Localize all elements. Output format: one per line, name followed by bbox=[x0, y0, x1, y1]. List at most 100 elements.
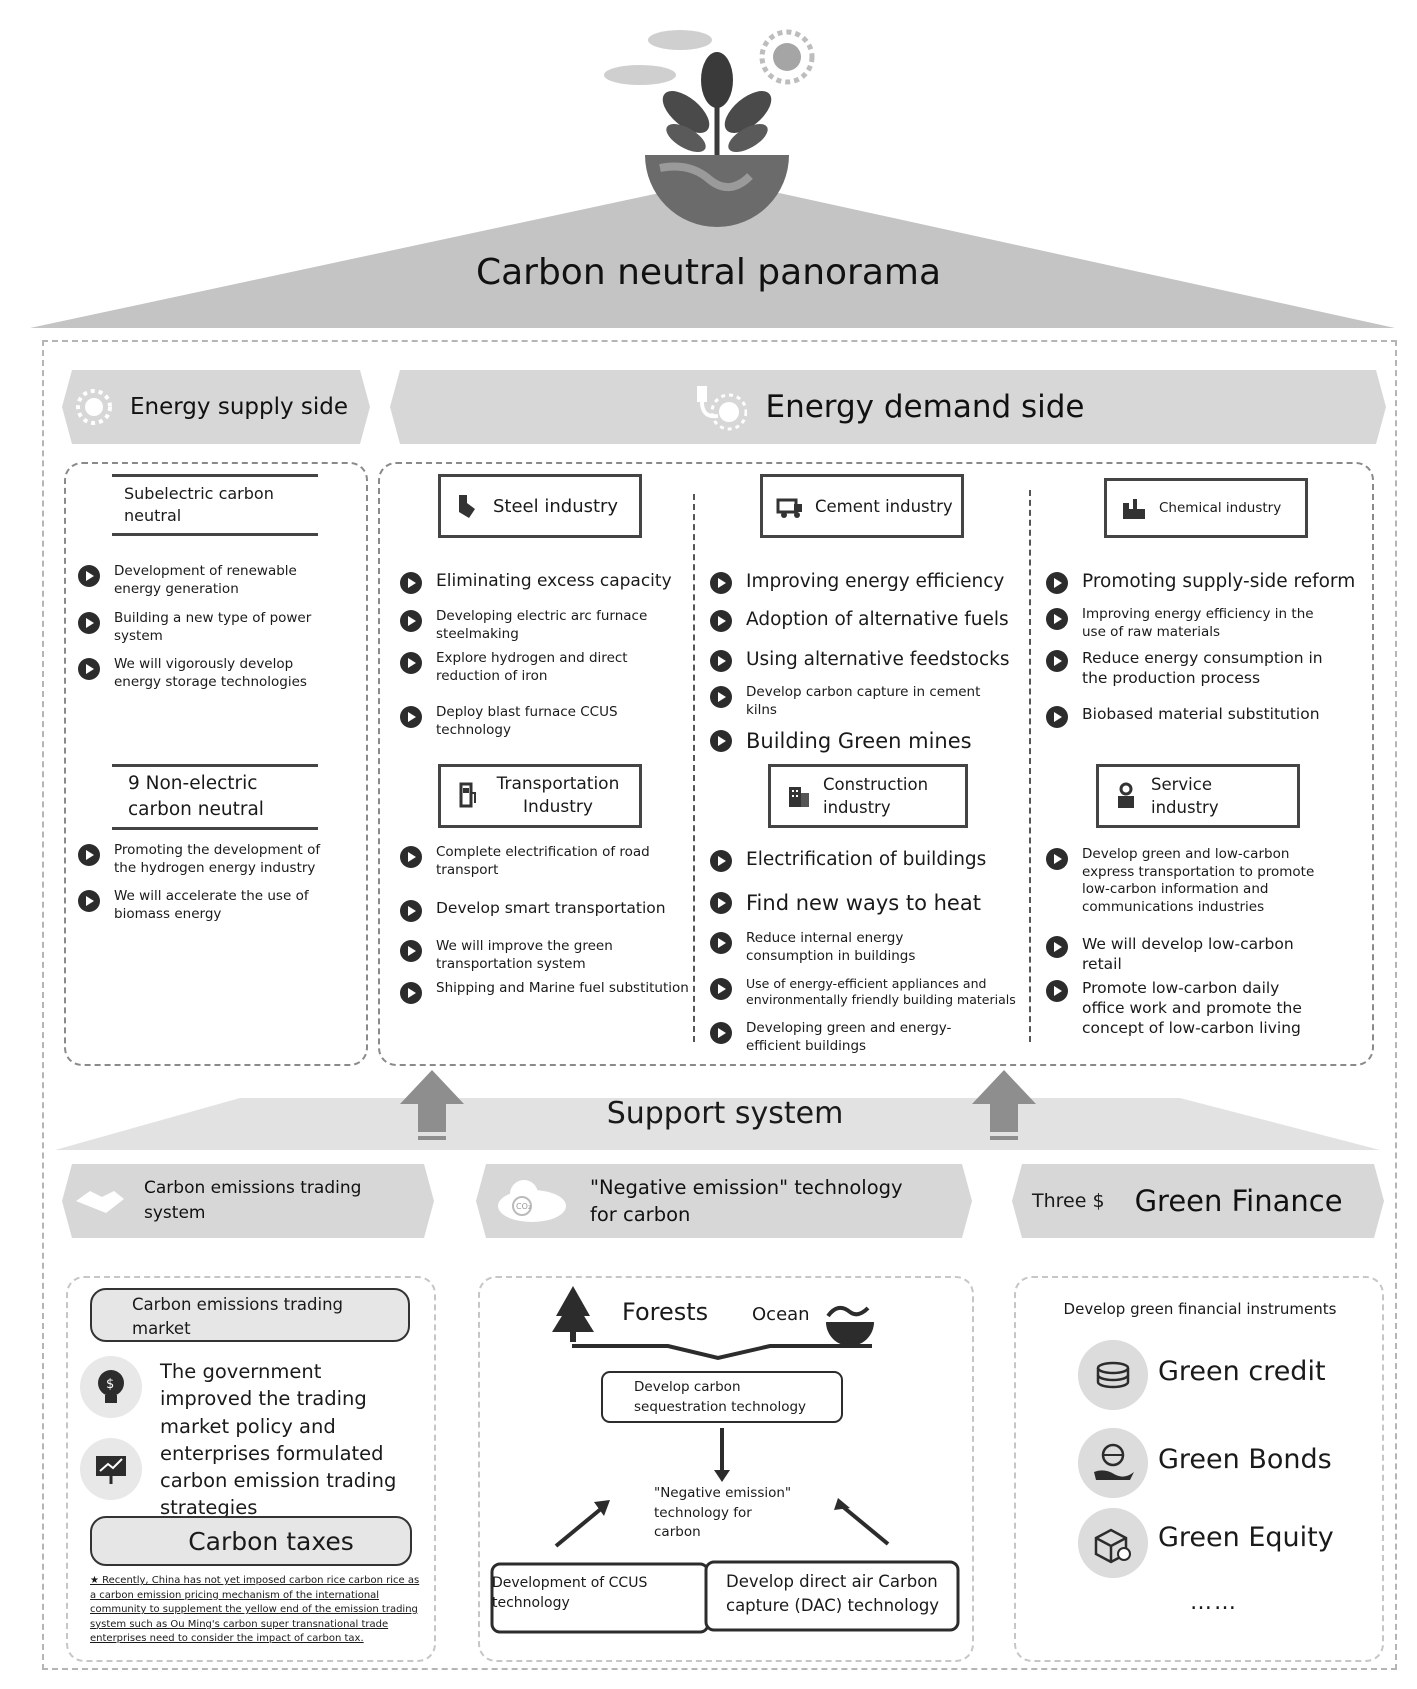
transport-heading-label: Transportation Industry bbox=[496, 774, 620, 817]
tree-icon bbox=[552, 1286, 594, 1342]
list-item-text: We will improve the green transportation… bbox=[436, 938, 613, 972]
arrow-left-up bbox=[554, 1506, 604, 1548]
service-heading: Service industry bbox=[1096, 764, 1300, 828]
fuel-pump-icon bbox=[459, 782, 476, 808]
negative-flow-diagram bbox=[490, 1286, 960, 1634]
play-bullet-icon bbox=[1046, 572, 1068, 594]
list-item-text: Use of energy-efficient appliances and e… bbox=[746, 976, 1016, 1008]
play-bullet-icon bbox=[710, 892, 732, 914]
green-bonds-label: Green Bonds bbox=[1158, 1444, 1332, 1475]
sun-icon bbox=[759, 29, 815, 85]
ocean-label: Ocean bbox=[752, 1304, 810, 1325]
supply-side-title: Energy supply side bbox=[130, 394, 349, 420]
dac-label: Develop direct air Carbon capture (DAC) … bbox=[726, 1572, 940, 1615]
list-item: Find new ways to heat bbox=[710, 890, 1028, 917]
list-item: We will vigorously develop energy storag… bbox=[78, 656, 338, 691]
play-bullet-icon bbox=[400, 900, 422, 922]
list-item-text: Development of renewable energy generati… bbox=[114, 563, 297, 597]
play-bullet-icon bbox=[400, 652, 422, 674]
ladle-icon bbox=[459, 495, 475, 518]
co2-label: CO₂ bbox=[516, 1202, 531, 1211]
play-bullet-icon bbox=[1046, 980, 1068, 1002]
cement-heading: Cement industry bbox=[760, 474, 964, 538]
person-icon bbox=[1118, 782, 1134, 808]
supply-panel bbox=[64, 462, 368, 1066]
trading-market-pill: Carbon emissions trading market bbox=[90, 1288, 410, 1342]
play-bullet-icon bbox=[78, 565, 100, 587]
list-item: Promote low-carbon daily office work and… bbox=[1046, 978, 1326, 1038]
up-arrow-icon bbox=[400, 1070, 464, 1140]
list-item-text: Improving energy efficiency in the use o… bbox=[1082, 606, 1314, 640]
electric-heading-label: Subelectric carbon neutral bbox=[124, 484, 274, 525]
play-bullet-icon bbox=[78, 844, 100, 866]
arrow-right-up bbox=[840, 1504, 890, 1546]
nonelectric-heading: 9 Non-electric carbon neutral bbox=[112, 764, 318, 830]
list-item: Developing electric arc furnace steelmak… bbox=[400, 608, 690, 643]
list-item-text: Explore hydrogen and direct reduction of… bbox=[436, 650, 628, 684]
play-bullet-icon bbox=[710, 650, 732, 672]
list-item: Improving energy efficiency bbox=[710, 570, 1028, 594]
list-item-text: Building a new type of power system bbox=[114, 610, 312, 644]
play-bullet-icon bbox=[400, 572, 422, 594]
cloud-co2-icon: CO₂ bbox=[492, 1176, 570, 1226]
list-item-text: Promoting supply-side reform bbox=[1082, 571, 1356, 592]
electric-heading: Subelectric carbon neutral bbox=[112, 474, 318, 536]
demand-panel bbox=[378, 462, 1374, 1066]
list-item: Development of renewable energy generati… bbox=[78, 563, 338, 598]
plug-sun-icon bbox=[691, 382, 747, 432]
up-arrow-icon bbox=[972, 1070, 1036, 1140]
sequestration-label: Develop carbon sequestration technology bbox=[634, 1379, 807, 1415]
play-bullet-icon bbox=[1046, 848, 1068, 870]
page-title: Carbon neutral panorama bbox=[475, 252, 942, 293]
list-item: Developing green and energy-efficient bu… bbox=[710, 1020, 1000, 1055]
list-item-text: Reduce internal energy consumption in bu… bbox=[746, 930, 916, 964]
list-item-text: Eliminating excess capacity bbox=[436, 571, 672, 591]
demand-side-banner: Energy demand side bbox=[390, 370, 1386, 444]
finance-banner-title: Green Finance bbox=[1134, 1184, 1343, 1218]
trading-panel bbox=[66, 1276, 436, 1662]
play-bullet-icon bbox=[710, 572, 732, 594]
carbon-tax-note: ★ Recently, China has not yet imposed ca… bbox=[90, 1575, 420, 1644]
list-item: Eliminating excess capacity bbox=[400, 570, 690, 594]
transport-heading: Transportation Industry bbox=[438, 764, 642, 828]
play-bullet-icon bbox=[400, 846, 422, 868]
list-item: Explore hydrogen and direct reduction of… bbox=[400, 650, 690, 685]
play-bullet-icon bbox=[710, 850, 732, 872]
chemical-heading: Chemical industry bbox=[1104, 478, 1308, 538]
play-bullet-icon bbox=[78, 612, 100, 634]
dac-box bbox=[704, 1560, 960, 1632]
list-item-text: We will develop low-carbon retail bbox=[1082, 935, 1294, 974]
outer-frame bbox=[42, 340, 1397, 1670]
trading-banner: Carbon emissions trading system bbox=[62, 1164, 434, 1238]
handshake-icon bbox=[72, 1181, 128, 1221]
svg-text:$: $ bbox=[106, 1377, 114, 1392]
list-item: Improving energy efficiency in the use o… bbox=[1046, 606, 1336, 641]
list-item-text: Electrification of buildings bbox=[746, 849, 987, 870]
wave-icon bbox=[826, 1305, 874, 1346]
play-bullet-icon bbox=[1046, 650, 1068, 672]
steel-heading: Steel industry bbox=[438, 474, 642, 538]
nonelectric-heading-label: 9 Non-electric carbon neutral bbox=[128, 773, 264, 820]
cloud-icon bbox=[604, 30, 712, 85]
steel-heading-label: Steel industry bbox=[493, 495, 619, 517]
package-icon bbox=[1078, 1508, 1148, 1578]
list-item: Using alternative feedstocks bbox=[710, 648, 1028, 672]
sequestration-box bbox=[601, 1371, 843, 1423]
play-bullet-icon bbox=[710, 686, 732, 708]
list-item: Deploy blast furnace CCUS technology bbox=[400, 704, 690, 739]
list-item: We will improve the green transportation… bbox=[400, 938, 690, 973]
play-bullet-icon bbox=[400, 610, 422, 632]
list-item: Reduce energy consumption in the product… bbox=[1046, 648, 1336, 688]
list-item-text: Using alternative feedstocks bbox=[746, 649, 1010, 670]
trading-market-label: Carbon emissions trading market bbox=[132, 1295, 344, 1338]
column-divider bbox=[693, 494, 695, 1042]
negative-banner: CO₂ "Negative emission" technology for c… bbox=[476, 1164, 972, 1238]
play-bullet-icon bbox=[1046, 608, 1068, 630]
trading-banner-title: Carbon emissions trading system bbox=[144, 1178, 362, 1223]
list-item: Shipping and Marine fuel substitution bbox=[400, 980, 690, 1004]
support-title: Support system bbox=[606, 1096, 844, 1131]
play-bullet-icon bbox=[400, 706, 422, 728]
list-item: Electrification of buildings bbox=[710, 848, 1028, 872]
support-roof-shape bbox=[55, 1098, 1380, 1150]
more-ellipsis: …… bbox=[1190, 1590, 1238, 1615]
